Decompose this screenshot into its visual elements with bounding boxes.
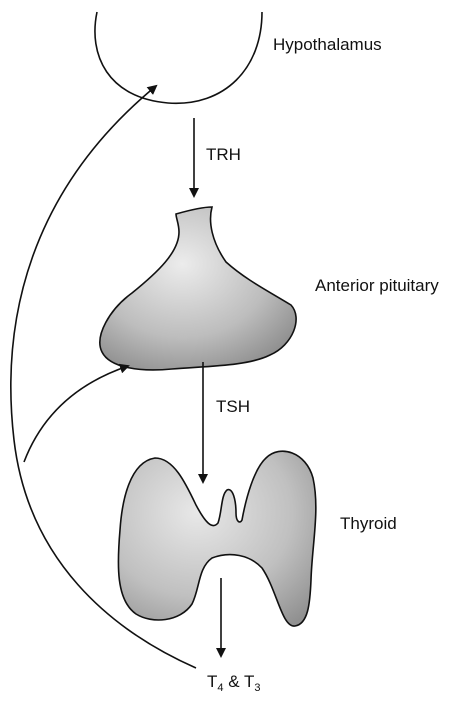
anterior-pituitary-shape [100, 207, 296, 370]
feedback-to-pituitary-arrow [24, 366, 128, 462]
trh-label: TRH [206, 146, 241, 163]
t3-subscript: 3 [254, 682, 260, 694]
ampersand: & [224, 672, 244, 691]
hypothalamus-label: Hypothalamus [273, 36, 382, 53]
tsh-label: TSH [216, 398, 250, 415]
thyroid-label: Thyroid [340, 515, 397, 532]
thyroid-shape [118, 451, 315, 626]
t4-letter: T [207, 672, 217, 691]
hypothalamus-outline [95, 12, 262, 103]
t4-t3-label: T4 & T3 [207, 673, 261, 694]
anterior-pituitary-label: Anterior pituitary [315, 277, 439, 294]
t3-letter: T [244, 672, 254, 691]
